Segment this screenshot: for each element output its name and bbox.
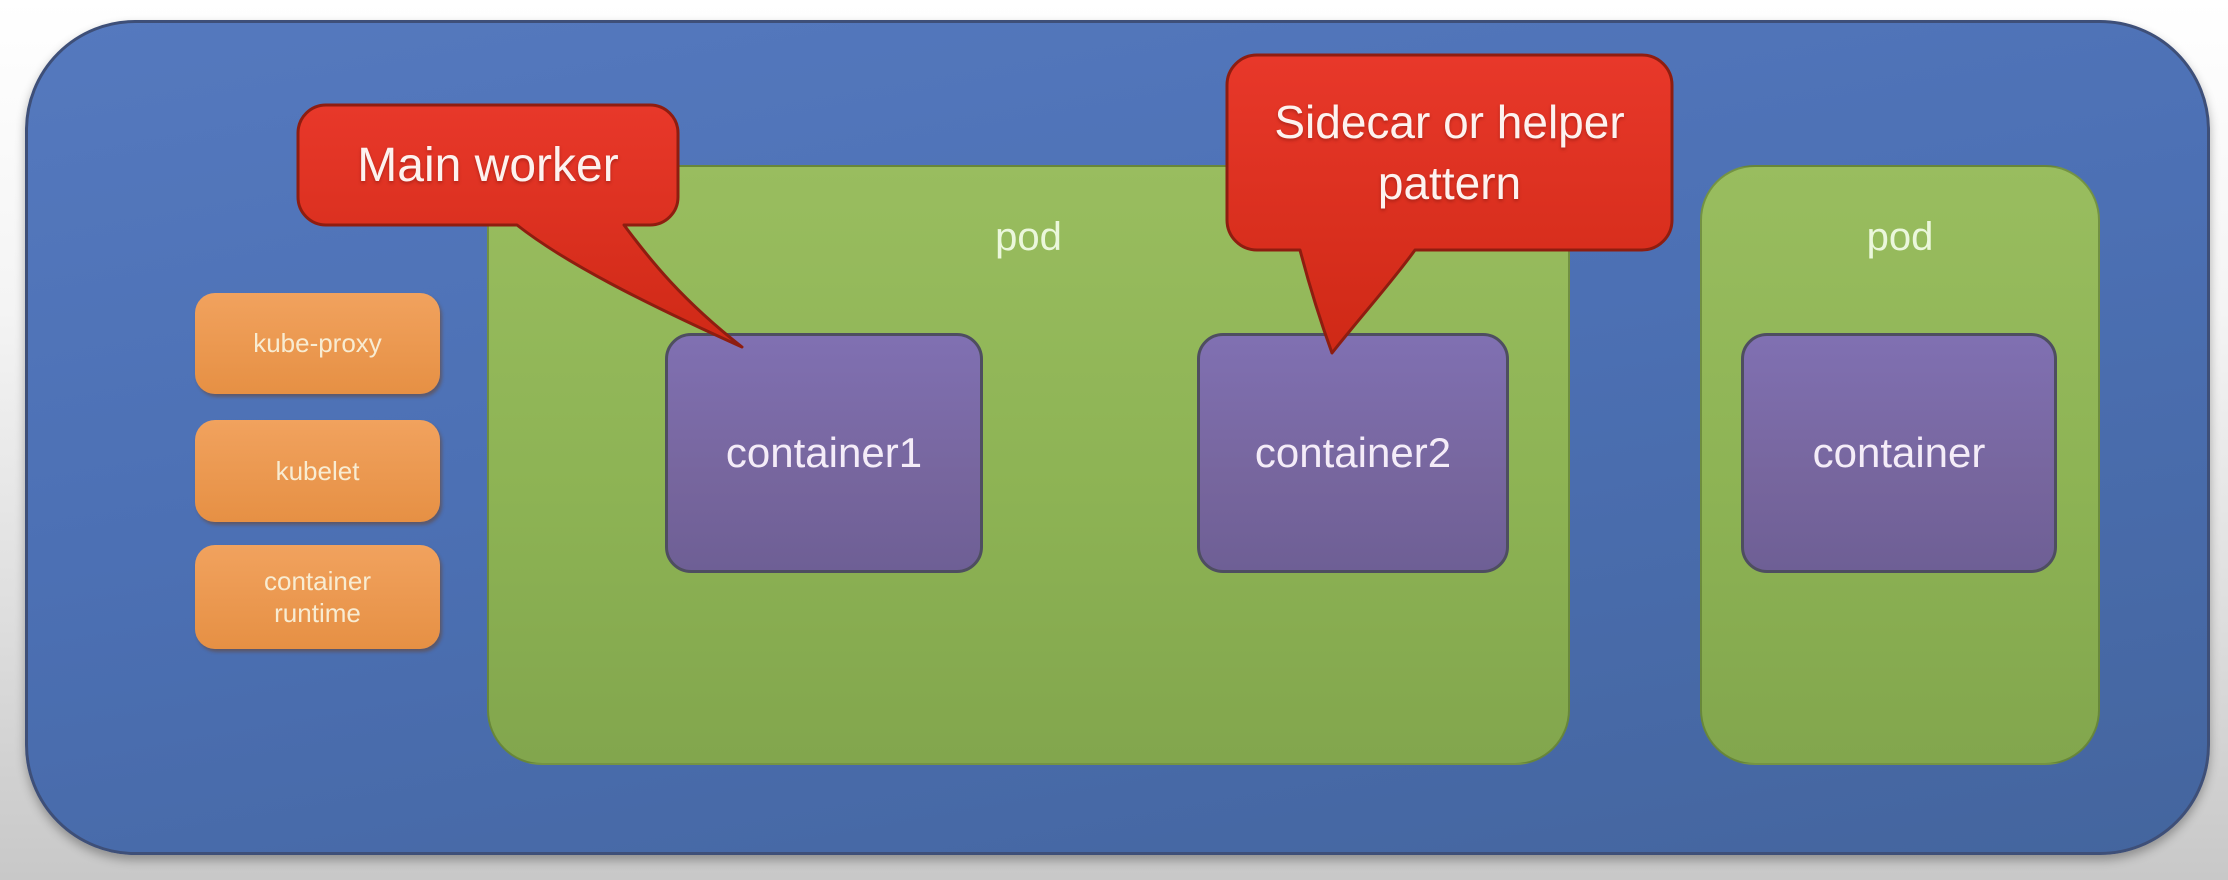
component-label: container runtime: [264, 565, 371, 629]
component-container-runtime: container runtime: [195, 545, 440, 649]
pod-label: pod: [1866, 215, 1934, 259]
component-kubelet: kubelet: [195, 420, 440, 522]
component-kube-proxy: kube-proxy: [195, 293, 440, 394]
callout-main-worker-label: Main worker: [357, 138, 619, 192]
callout-sidecar-label: Sidecar or helper pattern: [1274, 95, 1625, 209]
container-3-box: container: [1741, 333, 2057, 573]
component-label: kubelet: [275, 455, 360, 486]
container-label: container1: [725, 429, 923, 476]
container-1-box: container1: [665, 333, 983, 573]
pod-label: pod: [995, 215, 1062, 259]
container-label: container2: [1254, 429, 1452, 476]
container-label: container: [1812, 429, 1986, 476]
component-label: kube-proxy: [253, 328, 382, 359]
container-2-box: container2: [1197, 333, 1509, 573]
